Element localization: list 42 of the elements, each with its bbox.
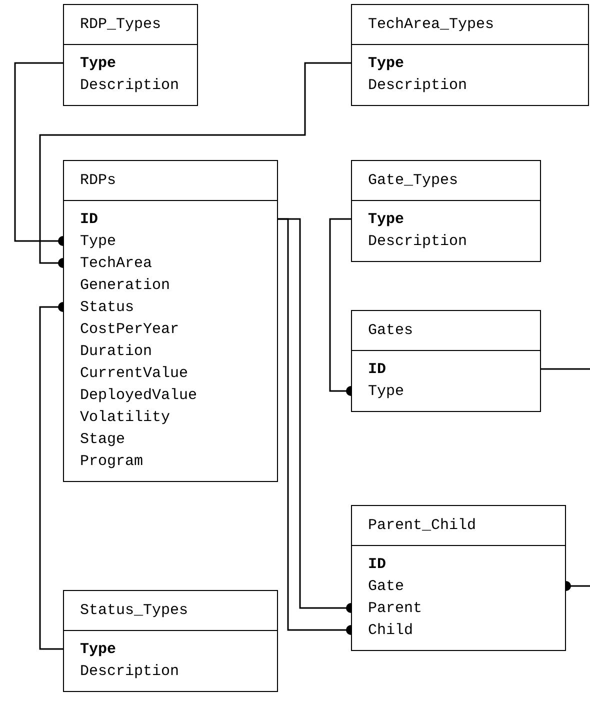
key-field-name: Type: [368, 210, 404, 230]
table-box: [351, 160, 541, 262]
field-name: Description: [368, 232, 468, 252]
table-name: RDP_Types: [80, 16, 162, 33]
table-box: [63, 160, 278, 482]
field-name: Description: [80, 662, 180, 682]
connector-line: [39, 62, 351, 268]
connector-line: [541, 368, 590, 370]
key-field-name: Type: [80, 640, 116, 660]
field-name: DeployedValue: [80, 386, 198, 406]
field-name: Generation: [80, 276, 170, 296]
table-name: TechArea_Types: [368, 16, 494, 33]
field-name: CurrentValue: [80, 364, 188, 384]
table-name: Gates: [368, 322, 414, 339]
key-field-name: Type: [80, 54, 116, 74]
field-name: Gate: [368, 577, 404, 597]
field-name: Program: [80, 452, 144, 472]
key-field-name: Type: [368, 54, 404, 74]
field-name: Stage: [80, 430, 126, 450]
field-name: Type: [80, 232, 116, 252]
table-box: [351, 4, 589, 106]
table-box: [351, 505, 566, 651]
field-name: Duration: [80, 342, 152, 362]
table-name: Status_Types: [80, 602, 188, 619]
field-name: Child: [368, 621, 414, 641]
field-name: CostPerYear: [80, 320, 180, 340]
field-name: Parent: [368, 599, 422, 619]
field-name: Status: [80, 298, 134, 318]
table-name: RDPs: [80, 172, 116, 189]
table-name: Parent_Child: [368, 517, 476, 534]
field-name: Type: [368, 382, 404, 402]
table-box: [351, 310, 541, 412]
key-field-name: ID: [368, 360, 386, 380]
field-name: Volatility: [80, 408, 170, 428]
table-name: Gate_Types: [368, 172, 458, 189]
key-field-name: ID: [80, 210, 98, 230]
key-field-name: ID: [368, 555, 386, 575]
field-name: TechArea: [80, 254, 152, 274]
table-box: [63, 4, 198, 106]
table-box: [63, 590, 278, 692]
field-name: Description: [368, 76, 468, 96]
field-name: Description: [80, 76, 180, 96]
